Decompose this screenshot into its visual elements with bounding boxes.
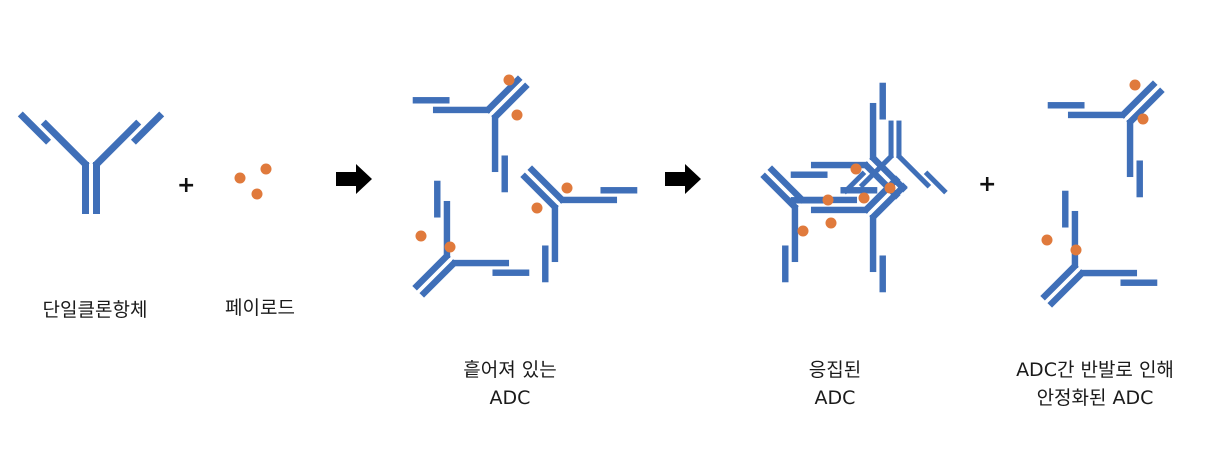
payload-dot [1041, 234, 1053, 246]
arrow-right-icon [336, 164, 372, 194]
plus-sign-2: + [978, 172, 997, 197]
label-aggregated-adc: 응집된 ADC [760, 356, 910, 412]
payload-dot [825, 217, 837, 229]
payload-dot [858, 192, 870, 204]
payload-dot [503, 74, 515, 86]
label-aggregated-line1: 응집된 [808, 359, 862, 381]
payload-dot [1137, 113, 1149, 125]
payload-dot [444, 241, 456, 253]
payload-dot [850, 163, 862, 175]
antibody-adc [842, 120, 948, 195]
antibody-adc [412, 180, 530, 298]
antibody-mab [17, 111, 165, 214]
payload-dot [822, 194, 834, 206]
payload-dot [415, 230, 427, 242]
plus-sign-1: + [177, 173, 196, 198]
label-dispersed-line2: ADC [489, 387, 531, 409]
label-aggregated-line2: ADC [814, 387, 856, 409]
label-stabilized-line1: ADC간 반발로 인해 [1016, 359, 1174, 381]
label-monoclonal-antibody: 단일클론항체 [42, 299, 148, 321]
payload-dot [234, 172, 246, 184]
antibody-adc [412, 75, 530, 193]
payload-dot [251, 188, 263, 200]
label-stabilized-line2: 안정화된 ADC [1036, 387, 1154, 409]
payload-dot [260, 163, 272, 175]
payload-dot [531, 202, 543, 214]
antibody-adc [790, 175, 908, 293]
payload-dot [1129, 79, 1141, 91]
payload-dot [561, 182, 573, 194]
payload-dot [1070, 244, 1082, 256]
label-payload: 페이로드 [225, 297, 295, 319]
arrow-right-icon [665, 164, 701, 194]
antibody-adc [1047, 80, 1165, 198]
payload-dot [797, 225, 809, 237]
payload-dot [511, 109, 523, 121]
antibody-adc [760, 165, 878, 283]
label-dispersed-line1: 흩어져 있는 [463, 359, 557, 381]
antibody-adc [1040, 190, 1158, 308]
label-stabilized-adc: ADC간 반발로 인해 안정화된 ADC [985, 356, 1205, 412]
antibody-adc [790, 82, 908, 200]
antibody-adc [520, 165, 638, 283]
payload-dot [884, 182, 896, 194]
label-dispersed-adc: 흩어져 있는 ADC [430, 356, 590, 412]
